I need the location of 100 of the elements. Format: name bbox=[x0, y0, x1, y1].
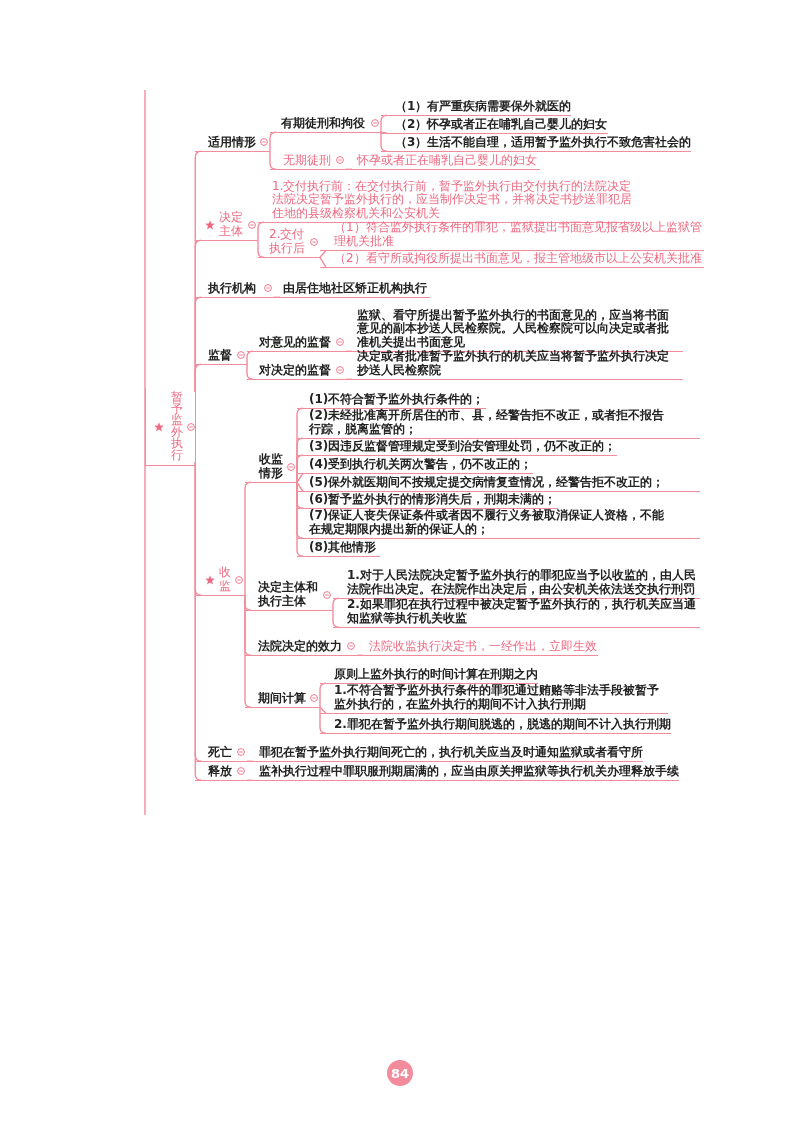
topic-text: (6)暂予监外执行的情形消失后，刑期未满的； bbox=[309, 492, 557, 506]
topic-branch bbox=[195, 745, 247, 762]
topic-text: 2.罪犯在暂予监外执行期间脱逃的，脱逃的期间不计入执行刑期 bbox=[334, 717, 671, 731]
topic-branch bbox=[297, 392, 486, 409]
topic-text: 1.对于人民法院决定暂予监外执行的罪犯应当予以收监的，由人民法院作出决定。在法院作出决定后，由公安机关依法送交执行刑罚 bbox=[347, 569, 697, 596]
topic-branch bbox=[245, 691, 320, 708]
topic-branch bbox=[352, 153, 540, 170]
topic-branch bbox=[297, 457, 533, 474]
connector-line bbox=[246, 363, 254, 380]
topic-text: （2）看守所或拘役所提出书面意见，报主管地级市以上公安机关批准 bbox=[334, 251, 702, 265]
connector-line bbox=[296, 481, 304, 557]
topic-text: 有期徒刑和拘役 bbox=[281, 116, 365, 130]
topic-text: 释放 bbox=[208, 764, 232, 778]
topic-text: （2）怀孕或者正在哺乳自己婴儿的妇女 bbox=[395, 117, 608, 131]
topic-text: （1）符合监外执行条件的罪犯，监狱提出书面意见报省级以上监狱管理机关批准 bbox=[334, 221, 702, 248]
topic-branch bbox=[247, 335, 346, 352]
connector-line bbox=[332, 609, 340, 628]
topic-text: 期间计算 bbox=[258, 691, 306, 705]
connector-line bbox=[319, 249, 327, 258]
topic-text: (7)保证人丧失保证条件或者因不履行义务被取消保证人资格，不能在规定期限内提出新的保证人的； bbox=[309, 509, 665, 536]
topic-branch bbox=[381, 135, 692, 152]
connector-line bbox=[246, 760, 254, 762]
topic-text: 对意见的监督 bbox=[259, 335, 331, 349]
topic-branch bbox=[195, 135, 270, 152]
topic-text: 决定或者批准暂予监外执行的机关应当将暂予监外执行决定抄送人民检察院 bbox=[357, 350, 670, 377]
topic-text: 收监情形 bbox=[259, 453, 283, 480]
topic-branch bbox=[297, 492, 558, 509]
topic-branch bbox=[195, 566, 245, 596]
connector-line bbox=[380, 131, 388, 134]
topic-branch bbox=[297, 509, 700, 539]
topic-text: 法院决定的效力 bbox=[258, 639, 342, 653]
topic-branch bbox=[245, 453, 297, 483]
topic-branch bbox=[253, 764, 679, 781]
topic-text: (5)保外就医期间不按规定提交病情复查情况，经警告拒不改正的； bbox=[309, 475, 665, 489]
page-number: 84 bbox=[387, 1060, 413, 1086]
topic-text: (4)受到执行机关两次警告，仍不改正的； bbox=[309, 457, 533, 471]
topic-text: 死亡 bbox=[208, 745, 232, 759]
connector-line bbox=[380, 131, 388, 152]
topic-text: 对决定的监督 bbox=[259, 363, 331, 377]
topic-text: 决定主体 bbox=[219, 211, 243, 238]
topic-text: (3)因违反监督管理规定受到治安管理处罚，仍不改正的； bbox=[309, 439, 617, 453]
topic-branch bbox=[270, 116, 381, 133]
connector-line bbox=[269, 150, 277, 170]
topic-text: 1.不符合暂予监外执行条件的罪犯通过贿赂等非法手段被暂予监外执行的，在监外执行的期间不计入执行刑期 bbox=[334, 684, 660, 711]
topic-text: (2)未经批准离开所居住的市、县，经警告拒不改正，或者拒不报告行踪，脱离监管的； bbox=[309, 409, 665, 436]
topic-branch bbox=[381, 117, 608, 134]
topic-branch bbox=[297, 409, 700, 439]
topic-text: 无期徒刑 bbox=[283, 153, 331, 167]
connector-line bbox=[356, 654, 364, 656]
topic-branch bbox=[247, 363, 346, 380]
topic-text: （1）有严重疾病需要保外就医的 bbox=[395, 99, 572, 113]
connector-line bbox=[257, 239, 265, 258]
topic-branch bbox=[320, 684, 668, 714]
topic-branch bbox=[381, 99, 572, 116]
topic-branch bbox=[297, 540, 380, 557]
topic-text: 决定主体和执行主体 bbox=[258, 581, 318, 608]
topic-branch bbox=[320, 667, 538, 684]
root-topic-box bbox=[145, 388, 196, 466]
connector-line bbox=[273, 296, 281, 298]
topic-text: 法院收监执行决定书，一经作出，立即生效 bbox=[369, 639, 597, 653]
topic-text: 2.如果罪犯在执行过程中被决定暂予监外执行的，执行机关应当通知监狱等执行机关收监 bbox=[347, 598, 697, 625]
topic-text: 执行机构 bbox=[208, 281, 256, 295]
connector-line bbox=[319, 706, 327, 714]
topic-text: 原则上监外执行的时间计算在刑期之内 bbox=[334, 667, 538, 681]
topic-branch bbox=[195, 348, 247, 365]
connector-line bbox=[296, 472, 304, 483]
topic-text: 监狱、看守所提出暂予监外执行的书面意见的，应当将书面意见的副本抄送人民检察院。人民检察院可以向决定或者批准机关提出书面意见 bbox=[357, 308, 670, 349]
connector-line bbox=[319, 256, 327, 268]
topic-text: 1.交付执行前：在交付执行前，暂予监外执行由交付执行的法院决定法院决定暂予监外执行的，应当制作决定书，并将决定书抄送罪犯居住地的县级检察机关和公安机关 bbox=[272, 179, 633, 220]
connector-line bbox=[246, 779, 254, 781]
topic-text: 监补执行过程中罪职服刑期届满的，应当由原关押监狱等执行机关办理释放手续 bbox=[259, 764, 679, 778]
topic-branch bbox=[297, 475, 700, 492]
topic-text: 由居住地社区矫正机构执行 bbox=[283, 281, 427, 295]
connector-line bbox=[345, 378, 353, 380]
topic-branch bbox=[245, 639, 357, 656]
topic-text: 暂予监外执行 bbox=[171, 392, 183, 461]
topic-text: 监督 bbox=[208, 348, 232, 362]
topic-branch bbox=[363, 639, 598, 656]
topic-branch bbox=[195, 211, 258, 241]
topic-branch bbox=[195, 281, 274, 298]
topic-branch bbox=[253, 745, 643, 762]
topic-branch bbox=[195, 764, 247, 781]
topic-text: (8)其他情形 bbox=[309, 540, 377, 554]
connector-line bbox=[296, 481, 304, 492]
connector-line bbox=[244, 594, 252, 708]
topic-text: (1)不符合暂予监外执行条件的； bbox=[309, 392, 485, 406]
topic-text: （3）生活不能自理，适用暂予监外执行不致危害社会的 bbox=[395, 135, 692, 149]
topic-branch bbox=[245, 581, 333, 611]
topic-text: 罪犯在暂予监外执行期间死亡的，执行机关应当及时通知监狱或者看守所 bbox=[259, 745, 643, 759]
connector-line bbox=[345, 168, 353, 170]
topic-branch bbox=[320, 717, 671, 734]
topic-branch bbox=[258, 228, 320, 258]
topic-branch bbox=[320, 251, 704, 268]
topic-text: 怀孕或者正在哺乳自己婴儿的妇女 bbox=[357, 153, 537, 167]
topic-branch bbox=[297, 439, 617, 456]
topic-branch bbox=[270, 153, 346, 170]
topic-text: 适用情形 bbox=[208, 135, 256, 149]
topic-text: 2.交付执行后 bbox=[269, 228, 306, 255]
topic-text: 收监 bbox=[219, 566, 231, 593]
connector-line bbox=[319, 706, 327, 734]
